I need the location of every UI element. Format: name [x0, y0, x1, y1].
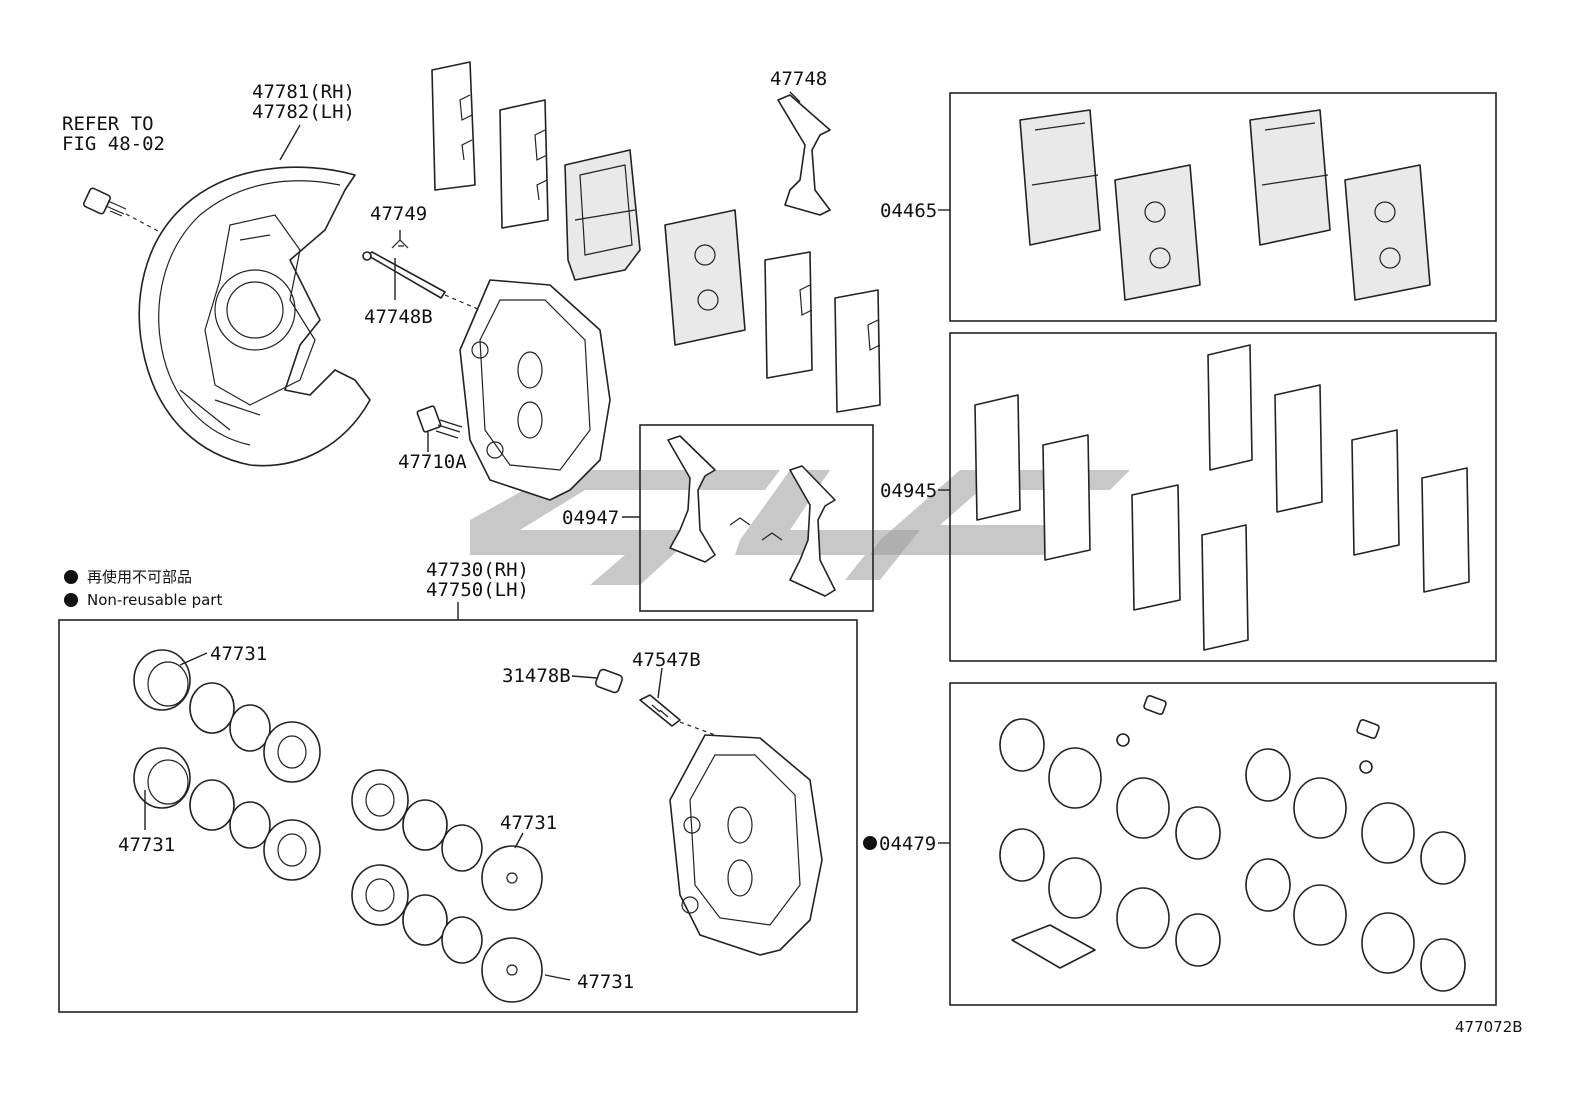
kit-04465-pad-3[interactable]: [1249, 109, 1331, 246]
label-refer-line2: FIG 48-02: [62, 133, 165, 155]
kit-04465-pad-4[interactable]: [1344, 164, 1431, 301]
label-refer-line1: REFER TO: [62, 113, 154, 135]
piston-seal-set-lower-left[interactable]: [133, 747, 321, 881]
label-piston-1: 47731: [210, 643, 267, 665]
label-cap: 31478B: [502, 665, 571, 687]
label-bleeder: 47547B: [632, 649, 701, 671]
legend-en-text: Non-reusable part: [87, 591, 222, 609]
label-piston-3: 47731: [500, 812, 557, 834]
bleeder-47547b[interactable]: [639, 694, 681, 727]
kit-04947-spring-left[interactable]: [667, 435, 716, 563]
shim-4[interactable]: [834, 289, 881, 413]
legend-dot-jp: [64, 570, 78, 584]
label-piston-4: 47731: [577, 971, 634, 993]
label-piston-2: 47731: [118, 834, 175, 856]
label-kit-shims: 04945: [880, 480, 937, 502]
pin-47748b[interactable]: [362, 251, 446, 299]
pad-2[interactable]: [664, 209, 746, 346]
kit-04945-box: [949, 332, 1497, 662]
kit-04465-pad-2[interactable]: [1114, 164, 1201, 301]
kit-04465-box: [949, 92, 1497, 322]
label-shield-rh: 47781(RH): [252, 81, 355, 103]
shim-2[interactable]: [499, 99, 549, 229]
label-clip: 47749: [370, 203, 427, 225]
diagram-code: 477072B: [1455, 1018, 1523, 1036]
label-kit-seals: 04479: [879, 833, 936, 855]
dust-shield[interactable]: [138, 166, 371, 467]
piston-seal-set-upper-left[interactable]: [133, 649, 321, 783]
legend-jp-text: 再使用不可部品: [87, 568, 192, 586]
label-pin: 47748B: [364, 306, 433, 328]
non-reusable-dot-04479: [863, 836, 877, 850]
spring-47748[interactable]: [777, 94, 831, 216]
label-spring: 47748: [770, 68, 827, 90]
label-kit-spring: 04947: [562, 507, 619, 529]
cap-31478b[interactable]: [594, 668, 624, 694]
legend-dot-en: [64, 593, 78, 607]
shim-3[interactable]: [764, 251, 813, 379]
kit-04465-pad-1[interactable]: [1019, 109, 1101, 246]
pad-1[interactable]: [564, 149, 641, 281]
label-caliper-rh: 47730(RH): [426, 559, 529, 581]
label-bolt: 47710A: [398, 451, 467, 473]
kit-04479-box: [949, 682, 1497, 1006]
label-caliper-lh: 47750(LH): [426, 579, 529, 601]
clip-47749[interactable]: [391, 239, 409, 249]
kit-04945-shims[interactable]: [974, 344, 1470, 651]
piston-seal-set-middle[interactable]: [351, 769, 543, 1003]
label-kit-pads: 04465: [880, 200, 937, 222]
caliper-lower[interactable]: [669, 734, 823, 956]
kit-04947-box: [639, 424, 874, 612]
kit-04947-spring-right[interactable]: [789, 465, 836, 597]
kit-04479-seals[interactable]: [999, 695, 1466, 992]
shim-1[interactable]: [431, 61, 476, 191]
caliper-upper[interactable]: [459, 279, 611, 501]
bolt-refer[interactable]: [82, 187, 127, 217]
bolt-47710a[interactable]: [416, 405, 463, 439]
label-shield-lh: 47782(LH): [252, 101, 355, 123]
